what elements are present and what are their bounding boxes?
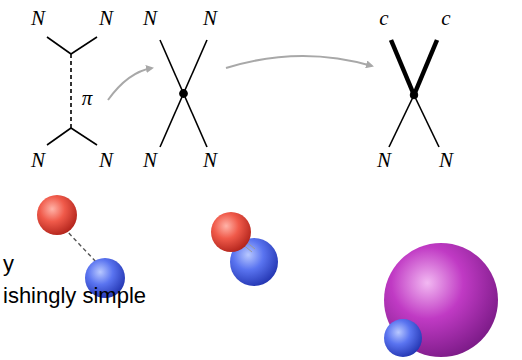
particle-label: N xyxy=(203,8,217,29)
particle-label: π xyxy=(82,88,93,109)
proton-ball xyxy=(37,195,77,235)
particle-label: N xyxy=(99,150,113,171)
particle-label: N xyxy=(143,150,157,171)
neutron-ball xyxy=(384,319,422,357)
dashed-bond xyxy=(64,228,98,264)
particle-label: c xyxy=(441,8,450,29)
particle-label: N xyxy=(31,150,45,171)
cluster-contact-diagram xyxy=(389,40,439,147)
slide-text: y xyxy=(3,253,14,275)
slide-text: ishingly simple xyxy=(3,285,146,307)
cluster-ball xyxy=(384,243,498,357)
particle-label: N xyxy=(143,8,157,29)
flow-arrow xyxy=(226,56,372,68)
pion-exchange-diagram xyxy=(47,37,97,145)
particle-label: N xyxy=(99,8,113,29)
particle-label: N xyxy=(439,150,453,171)
flow-arrow xyxy=(108,68,152,100)
particle-label: c xyxy=(379,8,388,29)
particle-label: N xyxy=(31,8,45,29)
proton-ball xyxy=(211,212,251,252)
particle-label: N xyxy=(203,150,217,171)
particle-label: N xyxy=(377,150,391,171)
contact-diagram xyxy=(160,40,207,147)
